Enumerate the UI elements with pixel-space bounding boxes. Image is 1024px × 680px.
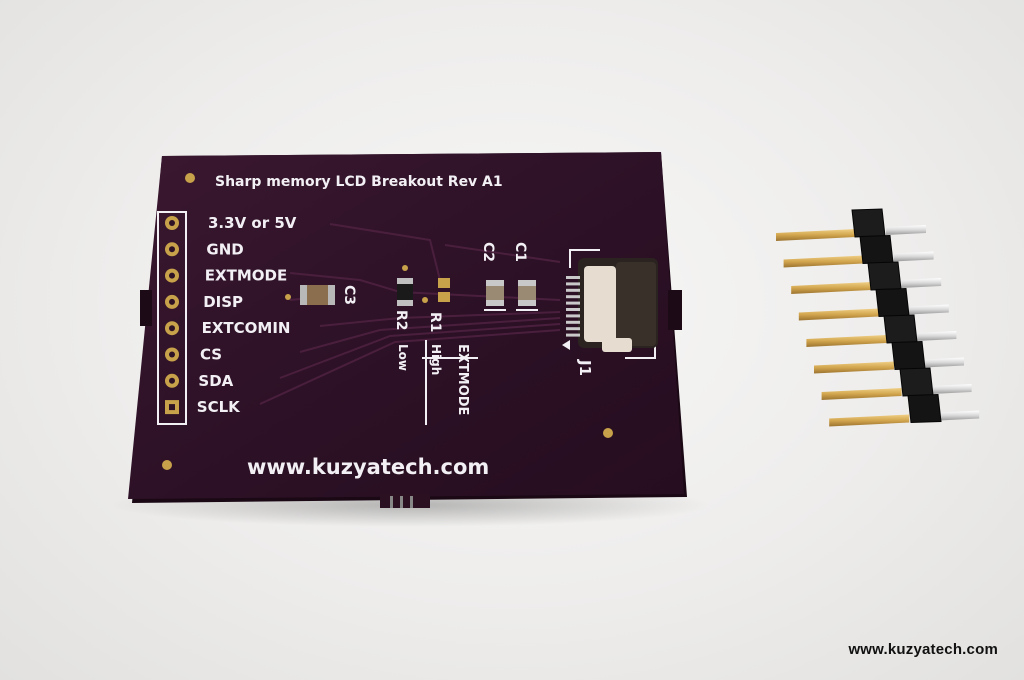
label-c1: C1 <box>512 242 528 262</box>
header-pin-silver <box>924 357 964 368</box>
header-pin-silver <box>901 278 942 288</box>
header-housing-segment <box>899 367 934 397</box>
header-housing-segment <box>891 340 926 371</box>
board-url: www.kuzyatech.com <box>247 455 489 479</box>
label-c2: C2 <box>480 242 496 262</box>
pin-label: SCLK <box>197 398 241 416</box>
header-pin-gold <box>783 255 864 268</box>
header-housing-segment <box>875 287 910 318</box>
pin-pads <box>165 216 179 415</box>
header-pin-gold <box>806 335 887 347</box>
header-pin-silver <box>908 304 949 315</box>
header-housing-segment <box>907 393 942 424</box>
header-housing-segment <box>851 208 886 238</box>
mount-hole-bottom-right <box>603 428 613 438</box>
edge-tab-bottom <box>380 494 430 508</box>
label-j1: J1 <box>576 359 594 376</box>
pin-label: EXTCOMIN <box>202 319 291 337</box>
edge-tab-right <box>668 290 682 330</box>
pin-label: SDA <box>198 372 233 390</box>
label-low: Low <box>396 344 410 371</box>
header-pin-silver <box>886 225 926 235</box>
capacitor-c2: C2 <box>480 242 506 311</box>
label-extmode-jumper: EXTMODE <box>455 344 470 415</box>
header-pin-gold <box>776 229 856 241</box>
header-housing-segment <box>859 234 894 265</box>
header-pin-silver <box>893 251 934 262</box>
board-title: Sharp memory LCD Breakout Rev A1 <box>215 174 503 190</box>
header-pin-gold <box>798 308 879 321</box>
pin-label: CS <box>200 346 222 364</box>
capacitor-c1: C1 <box>512 242 538 311</box>
header-outline <box>157 211 187 425</box>
pin-label: DISP <box>203 293 243 311</box>
pin-labels: 3.3V or 5V GND EXTMODE DISP EXTCOMIN CS SDA SCL… <box>197 214 297 416</box>
pin-label: 3.3V or 5V <box>208 214 297 232</box>
header-pin-gold <box>829 414 910 427</box>
header-pin-silver <box>916 331 957 341</box>
header-housing-segment <box>867 261 902 291</box>
resistor-r2: R2 <box>393 265 413 331</box>
capacitor-c3: C3 <box>285 285 357 305</box>
pin-label: GND <box>206 240 243 258</box>
label-c3: C3 <box>341 285 357 305</box>
extmode-jumper-marking: Low High EXTMODE <box>396 340 478 425</box>
label-r2: R2 <box>393 310 409 331</box>
header-housing-segment <box>883 314 918 344</box>
header-pin-silver <box>931 384 972 394</box>
label-high: High <box>429 344 443 375</box>
fpc-connector-j1: J1 <box>562 249 658 376</box>
header-pin-gold <box>814 361 894 374</box>
mount-hole-top-left <box>185 173 195 183</box>
header-pin-gold <box>821 388 902 400</box>
label-r1: R1 <box>427 312 443 333</box>
pin-header <box>776 208 980 427</box>
header-pin-gold <box>791 282 872 294</box>
edge-tab-left <box>140 290 152 326</box>
header-pin-silver <box>939 410 980 421</box>
watermark: www.kuzyatech.com <box>848 641 998 658</box>
mount-hole-bottom-left <box>162 460 172 470</box>
pin-label: EXTMODE <box>205 267 287 285</box>
resistor-r1-pads: R1 <box>422 278 450 333</box>
